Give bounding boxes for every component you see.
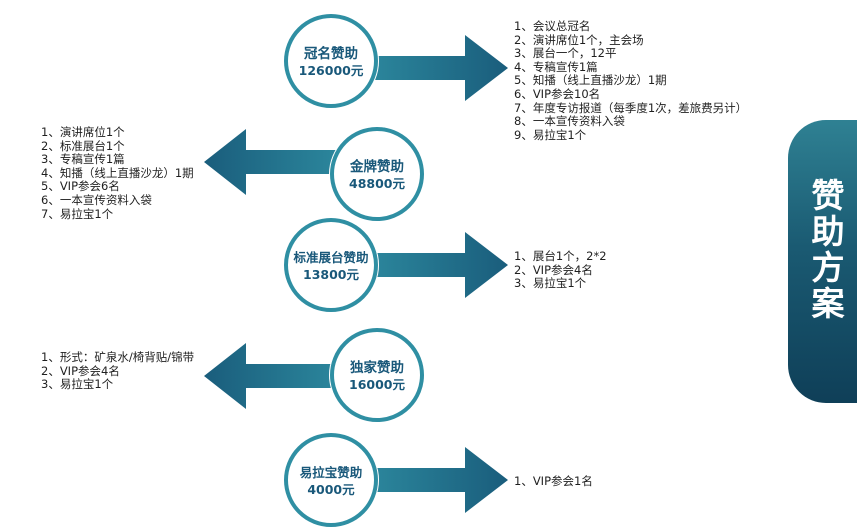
benefit-item: 2、VIP参会4名 — [514, 262, 593, 277]
tier-circle: 标准展台赞助 13800元 — [283, 217, 379, 313]
benefit-item: 8、一本宣传资料入袋 — [514, 114, 625, 129]
tier-price: 13800元 — [303, 267, 359, 282]
benefit-item: 1、演讲席位1个 — [41, 125, 125, 139]
tier-name: 金牌赞助 — [349, 158, 404, 175]
benefit-item: 1、会议总冠名 — [514, 19, 591, 33]
benefit-item: 2、VIP参会4名 — [41, 363, 120, 378]
tier-price: 48800元 — [349, 176, 405, 191]
tier-name: 冠名赞助 — [304, 45, 358, 62]
benefit-item: 6、VIP参会10名 — [514, 86, 601, 101]
benefit-item: 1、形式：矿泉水/椅背贴/锦带 — [41, 350, 195, 364]
tier-name: 独家赞助 — [350, 359, 404, 376]
arrow-left-icon — [204, 129, 367, 195]
tier-name: 标准展台赞助 — [292, 250, 368, 265]
benefit-item: 2、标准展台1个 — [41, 138, 125, 153]
side-tab — [788, 120, 857, 403]
tier-price: 126000元 — [299, 63, 364, 78]
benefit-item: 7、年度专访报道（每季度1次，差旅费另计） — [514, 100, 748, 115]
tier-price: 16000元 — [349, 377, 405, 392]
tier-benefit-list: 1、VIP参会1名 — [514, 474, 593, 489]
benefit-item: 1、VIP参会1名 — [514, 474, 593, 488]
benefit-item: 3、专稿宣传1篇 — [41, 152, 125, 167]
benefit-item: 9、易拉宝1个 — [514, 127, 587, 142]
arrow-right-icon — [341, 35, 508, 101]
tier-name: 易拉宝赞助 — [300, 465, 363, 480]
benefit-item: 4、知播（线上直播沙龙）1期 — [41, 165, 194, 180]
benefit-item: 4、专稿宣传1篇 — [514, 59, 598, 74]
benefit-item: 3、展台一个，12平 — [514, 46, 617, 61]
benefit-item: 5、VIP参会6名 — [41, 179, 120, 194]
benefit-item: 7、易拉宝1个 — [41, 206, 114, 221]
benefit-item: 3、易拉宝1个 — [514, 276, 587, 291]
side-title: 赞助方案 — [811, 176, 845, 323]
benefit-item: 3、易拉宝1个 — [41, 377, 114, 392]
benefit-item: 2、演讲席位1个，主会场 — [514, 32, 644, 47]
benefit-item: 5、知播（线上直播沙龙）1期 — [514, 73, 667, 88]
arrow-right-icon — [341, 447, 508, 513]
benefit-item: 1、展台1个，2*2 — [514, 249, 607, 263]
tier-price: 4000元 — [307, 482, 355, 497]
arrow-left-icon — [204, 343, 367, 409]
tier-circle: 易拉宝赞助 4000元 — [283, 432, 379, 528]
benefit-item: 6、一本宣传资料入袋 — [41, 192, 152, 207]
arrow-right-icon — [341, 232, 508, 298]
